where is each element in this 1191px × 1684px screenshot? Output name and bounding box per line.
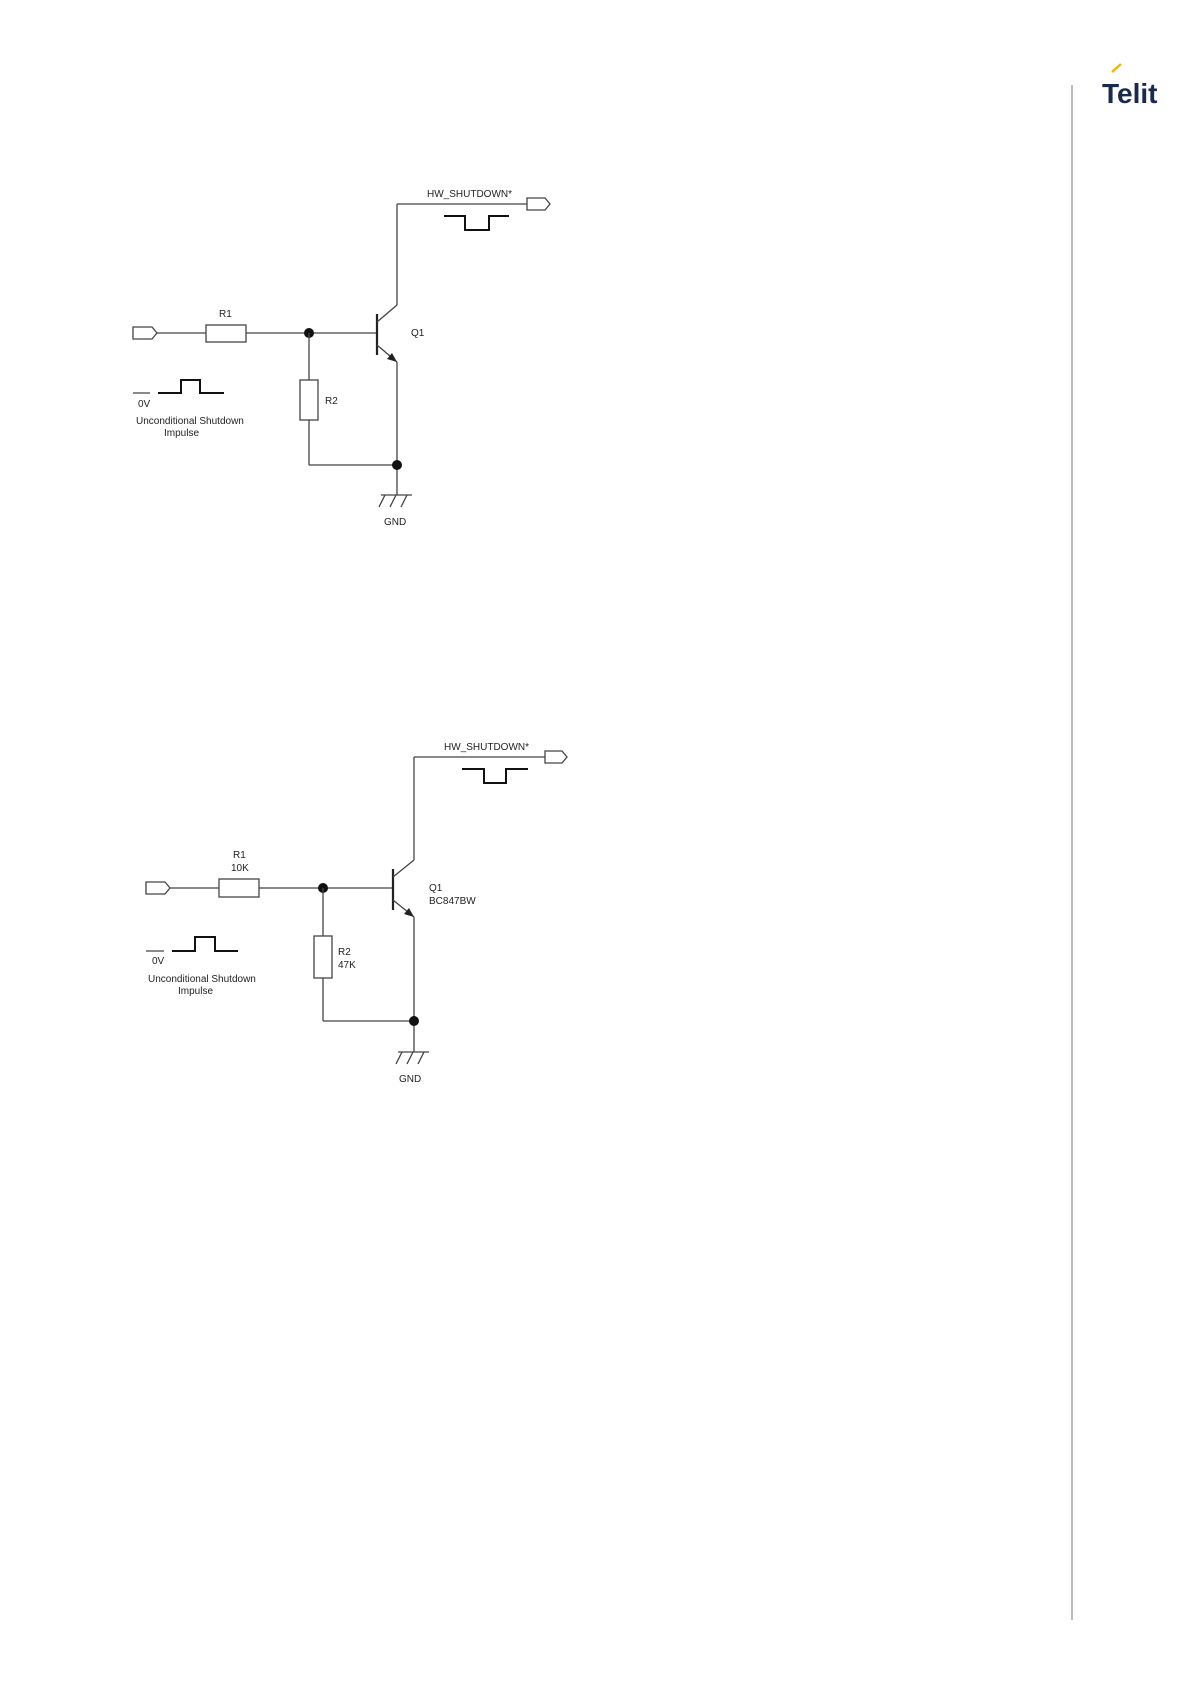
gnd-hatch-1-top (379, 495, 385, 507)
r1-resistor-top (206, 325, 246, 342)
r1-resistor-bottom (219, 879, 259, 897)
r2-label-bottom: R2 (338, 947, 351, 958)
high-pulse-waveform-top (158, 380, 224, 393)
output-connector-top (527, 198, 550, 210)
telit-logo: Telit (1102, 64, 1157, 109)
caption-line2-top: Impulse (164, 428, 199, 439)
gnd-hatch-2-bottom (407, 1052, 413, 1064)
caption-line1-bottom: Unconditional Shutdown (148, 974, 256, 985)
q1-collector-top (377, 305, 397, 322)
low-pulse-waveform-bottom (462, 769, 528, 783)
r2-resistor-bottom (314, 936, 332, 978)
level-label-top: 0V (138, 399, 151, 410)
level-label-bottom: 0V (152, 956, 165, 967)
r2-resistor-top (300, 380, 318, 420)
gnd-hatch-3-bottom (418, 1052, 424, 1064)
caption-line2-bottom: Impulse (178, 986, 213, 997)
q1-label-top: Q1 (411, 328, 425, 339)
output-connector-bottom (545, 751, 567, 763)
q1-label-bottom: Q1 (429, 883, 443, 894)
gnd-junction-node-top (392, 460, 402, 470)
schematic-bottom: R1 10K R2 47K Q1 BC847BW HW_SHUTDOWN* GN… (146, 742, 567, 1085)
gnd-hatch-3-top (401, 495, 407, 507)
gnd-label-bottom: GND (399, 1074, 421, 1085)
q1-collector-bottom (393, 860, 414, 877)
input-connector-top (133, 327, 157, 339)
logo-accent-mark (1112, 64, 1121, 72)
r1-label-bottom: R1 (233, 850, 246, 861)
input-connector-bottom (146, 882, 170, 894)
gnd-hatch-1-bottom (396, 1052, 402, 1064)
logo-text: Telit (1102, 78, 1157, 109)
gnd-label-top: GND (384, 517, 406, 528)
r1-value-bottom: 10K (231, 863, 249, 874)
q1-part-bottom: BC847BW (429, 896, 476, 907)
r1-label-top: R1 (219, 309, 232, 320)
low-pulse-waveform-top (444, 216, 509, 230)
high-pulse-waveform-bottom (172, 937, 238, 951)
gnd-junction-node-bottom (409, 1016, 419, 1026)
r2-label-top: R2 (325, 396, 338, 407)
r2-value-bottom: 47K (338, 960, 356, 971)
output-label-top: HW_SHUTDOWN* (427, 189, 512, 200)
schematic-top: R1 R2 Q1 HW_SHUTDOWN* GND 0V Uncondition… (133, 189, 550, 528)
output-label-bottom: HW_SHUTDOWN* (444, 742, 529, 753)
caption-line1-top: Unconditional Shutdown (136, 416, 244, 427)
gnd-hatch-2-top (390, 495, 396, 507)
